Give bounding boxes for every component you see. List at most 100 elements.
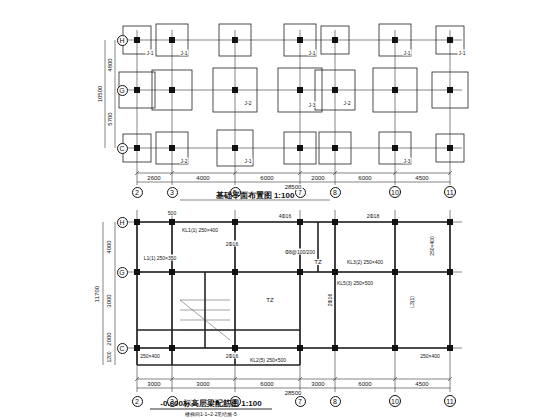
dim-tick: [135, 377, 139, 381]
annotation: KL5(3) 250×500: [336, 281, 374, 286]
label-text: J-2: [244, 100, 253, 106]
beam-line: [137, 347, 450, 349]
label-text: Φ8@100/200: [284, 249, 316, 255]
column-section: [297, 145, 303, 151]
column-section: [332, 269, 338, 275]
label-text: J-2: [343, 100, 352, 106]
column-section: [447, 87, 453, 93]
axis-bubble: H: [117, 35, 128, 46]
column-section: [392, 145, 398, 151]
axis-bubble: 8: [330, 396, 341, 407]
footing-outline: [379, 132, 411, 164]
annotation: L1(1) 250×350: [143, 256, 178, 261]
column-section: [447, 345, 453, 351]
footing-outline: [432, 72, 468, 108]
axis-bubble: 3: [167, 187, 178, 198]
dim-tick: [448, 377, 452, 381]
dimension: 6000: [259, 381, 274, 387]
label-text: 6000: [357, 381, 372, 387]
label-text: J-2: [180, 158, 189, 164]
beam-line: [449, 222, 451, 348]
label-text: 楼梯间1-1~2-2见结施-5: [184, 411, 238, 417]
footing-outline: [373, 68, 417, 112]
axis-bubble: 11: [444, 395, 456, 407]
column-section: [332, 145, 338, 151]
footing-outline: [319, 132, 351, 164]
axis-bubble: 7: [295, 396, 306, 407]
dimension: 3000: [195, 381, 210, 387]
label-text: KL1(1) 250×400: [181, 227, 219, 233]
footing-outline: [119, 24, 468, 166]
column-section: [169, 37, 175, 43]
label-text: J-1: [146, 50, 155, 56]
dim-tick: [233, 171, 237, 175]
grid-line: [235, 30, 236, 185]
label-text: J-1: [458, 50, 467, 56]
label-text: TZ: [265, 297, 274, 303]
column-section: [169, 345, 175, 351]
label-text: 2Φ16: [327, 293, 333, 307]
label-text: KL3(2) 250×400: [346, 259, 384, 265]
dim-tick: [170, 171, 174, 175]
label-text: 4500: [414, 175, 429, 181]
column-section: [332, 87, 338, 93]
annotation: J-1: [308, 51, 317, 56]
label-text: 3000: [146, 381, 161, 387]
axis-label: 10: [391, 189, 399, 196]
column-section: [134, 37, 140, 43]
label-text: 4500: [414, 381, 429, 387]
label-text: 11700: [94, 285, 100, 303]
grid-lines: [103, 40, 462, 409]
column-section: [134, 37, 453, 351]
dim-tick: [298, 171, 302, 175]
column-section: [134, 145, 140, 151]
footing-outline: [436, 134, 464, 162]
axis-label: 7: [298, 398, 302, 405]
label-text: 2000: [310, 175, 325, 181]
footing-outline: [213, 68, 257, 112]
dim-tick: [393, 377, 397, 381]
annotation: L3(1): [410, 295, 415, 309]
stair-hatch: [180, 300, 230, 340]
axis-bubble: 11: [444, 186, 456, 198]
dimension: 28500: [284, 184, 303, 190]
column-section: [297, 37, 303, 43]
dim-tick: [333, 171, 337, 175]
annotation: 250×400: [139, 354, 161, 359]
label-text: J-3: [308, 102, 317, 108]
footing-outline: [284, 24, 316, 56]
label-text: 2600: [146, 175, 161, 181]
footing-outline: [321, 26, 349, 54]
annotation: 250×400: [419, 354, 441, 359]
axis-label: 8: [333, 398, 337, 405]
annotation: J-3: [403, 159, 412, 164]
dimension: 4800: [107, 57, 113, 72]
column-section: [232, 87, 238, 93]
axis-bubble: 10: [389, 395, 401, 407]
column-section: [297, 345, 303, 351]
label-text: 3000: [106, 293, 112, 308]
annotation: 2Φ16: [328, 293, 333, 307]
column-section: [447, 219, 453, 225]
annotation: J-1: [146, 51, 155, 56]
label-text: 3000: [195, 381, 210, 387]
annotation: KL2(5) 250×500: [249, 358, 287, 363]
axis-label: 8: [333, 189, 337, 196]
annotation: J-1: [244, 159, 253, 164]
label-text: 500: [167, 210, 177, 216]
column-section: [134, 269, 140, 275]
column-section: [169, 145, 175, 151]
column-section: [297, 269, 303, 275]
column-section: [232, 145, 238, 151]
label-text: 4000: [195, 175, 210, 181]
axis-label: G: [119, 87, 124, 94]
beam-line: [137, 221, 450, 223]
footing-outline: [219, 24, 251, 56]
column-section: [447, 145, 453, 151]
drawing-title: -0.600标高层梁配筋图 1:100: [160, 400, 261, 408]
annotation: 2Φ16: [225, 354, 239, 359]
column-section: [232, 37, 238, 43]
axis-label: 2: [135, 398, 139, 405]
dimension: TZ: [265, 297, 274, 303]
annotation: Φ8@100/200: [284, 250, 316, 255]
